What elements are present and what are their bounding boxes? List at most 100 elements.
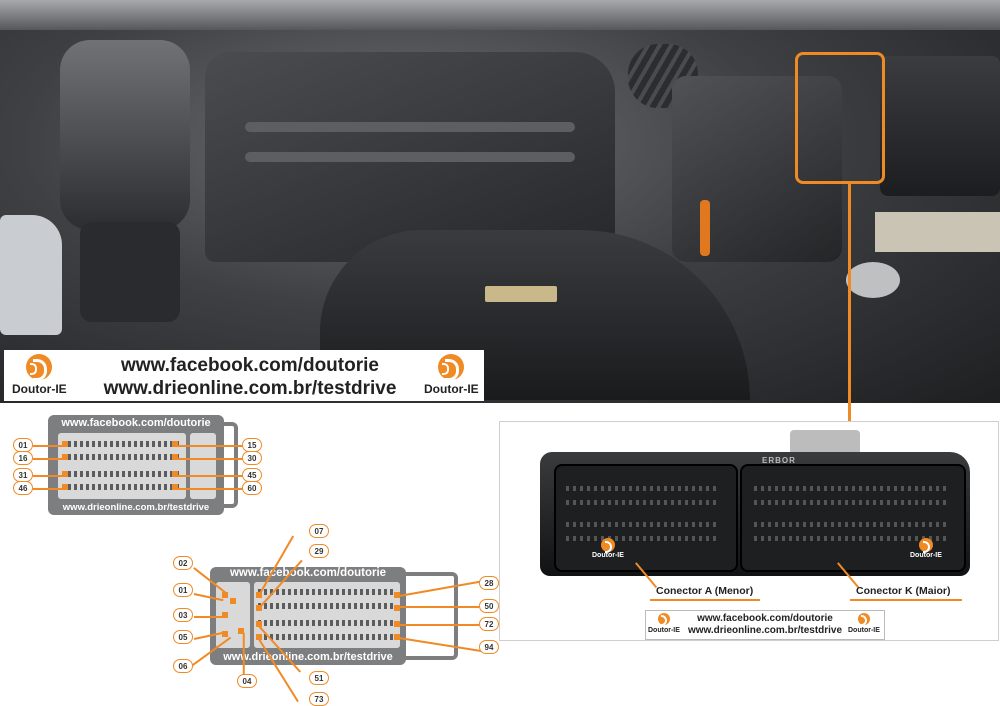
pin-marker bbox=[256, 634, 262, 640]
pin-label: 50 bbox=[479, 599, 499, 613]
pin-leader bbox=[33, 445, 63, 447]
pin-label: 30 bbox=[242, 451, 262, 465]
pin-label: 01 bbox=[13, 438, 33, 452]
brand-logo-text: Doutor-IE bbox=[424, 382, 479, 396]
banner-facebook-url: www.facebook.com/doutorie bbox=[121, 355, 379, 376]
ecu-logo-right: Doutor-IE bbox=[910, 538, 942, 559]
strut-tower bbox=[60, 40, 190, 230]
pin-leader bbox=[177, 475, 244, 477]
doutor-ie-logo-icon bbox=[657, 613, 670, 626]
battery bbox=[880, 56, 1000, 196]
engine-mount bbox=[80, 222, 180, 322]
pin-label: 04 bbox=[237, 674, 257, 688]
connector-k-pin-block bbox=[254, 582, 400, 648]
pin-row bbox=[566, 500, 716, 505]
pin-label: 31 bbox=[13, 468, 33, 482]
brand-logo-right: Doutor-IE bbox=[424, 354, 479, 396]
connector-k-callout: Conector K (Maior) bbox=[856, 585, 951, 597]
pin-marker bbox=[62, 454, 68, 460]
ecu-logo-text: Doutor-IE bbox=[592, 552, 624, 559]
doutor-ie-logo-icon bbox=[26, 354, 53, 381]
cover-rib bbox=[245, 122, 575, 132]
pin-leader bbox=[399, 606, 479, 608]
connector-a-bottom-url: www.drieonline.com.br/testdrive bbox=[62, 502, 210, 513]
pin-label: 03 bbox=[173, 608, 193, 622]
cover-rib bbox=[245, 152, 575, 162]
pin-row bbox=[754, 522, 950, 527]
ecu-logo-left: Doutor-IE bbox=[592, 538, 624, 559]
pin-row bbox=[566, 536, 716, 541]
connector-a-latch bbox=[222, 422, 238, 508]
connector-a-callout: Conector A (Menor) bbox=[656, 585, 754, 597]
ecu-case-text: ERBOR bbox=[762, 456, 796, 465]
dipstick-handle bbox=[700, 200, 710, 256]
engine-bay-photo: Doutor-IE www.facebook.com/doutorie www.… bbox=[0, 0, 1000, 403]
pin-row bbox=[754, 486, 950, 491]
doutor-ie-logo-icon bbox=[918, 538, 933, 553]
connector-k-latch bbox=[404, 572, 458, 660]
ecu-panel: ERBOR Doutor-IE Doutor-IE Conector A (Me… bbox=[499, 421, 999, 641]
pin-label: 60 bbox=[242, 481, 262, 495]
coolant-cap bbox=[846, 262, 900, 298]
pin-leader bbox=[177, 445, 244, 447]
ecu-connector-k-slot bbox=[740, 464, 966, 572]
pin-label: 01 bbox=[173, 583, 193, 597]
pin-label: 06 bbox=[173, 659, 193, 673]
pin-row bbox=[62, 441, 180, 447]
pin-row bbox=[258, 634, 396, 640]
pin-row bbox=[62, 454, 180, 460]
pin-row bbox=[62, 484, 180, 490]
connector-a-top-url: www.facebook.com/doutorie bbox=[61, 417, 211, 429]
ecu-banner: Doutor-IE www.facebook.com/doutorie www.… bbox=[645, 610, 885, 640]
pin-leader bbox=[177, 488, 244, 490]
pin-leader bbox=[33, 458, 63, 460]
pin-marker bbox=[62, 484, 68, 490]
pin-leader bbox=[194, 616, 224, 618]
pin-marker bbox=[394, 634, 400, 640]
doutor-ie-logo-icon bbox=[438, 354, 465, 381]
pin-label: 05 bbox=[173, 630, 193, 644]
pin-row bbox=[258, 603, 396, 609]
brand-logo-left: Doutor-IE bbox=[12, 354, 67, 396]
ecu-banner-logo-right: Doutor-IE bbox=[848, 613, 880, 634]
pin-leader bbox=[177, 458, 244, 460]
pin-label: 28 bbox=[479, 576, 499, 590]
pin-marker bbox=[62, 471, 68, 477]
doutor-ie-logo-icon bbox=[600, 538, 615, 553]
brand-logo-text: Doutor-IE bbox=[12, 382, 67, 396]
pin-marker bbox=[172, 441, 178, 447]
pin-label: 15 bbox=[242, 438, 262, 452]
pin-label: 02 bbox=[173, 556, 193, 570]
pin-row bbox=[258, 620, 396, 626]
photo-banner: Doutor-IE www.facebook.com/doutorie www.… bbox=[4, 350, 484, 401]
pin-row bbox=[62, 471, 180, 477]
pin-leader bbox=[33, 475, 63, 477]
fluid-reservoir bbox=[0, 215, 62, 335]
pin-label: 46 bbox=[13, 481, 33, 495]
pin-marker bbox=[222, 592, 228, 598]
pin-leader bbox=[33, 488, 63, 490]
banner-site-url: www.drieonline.com.br/testdrive bbox=[103, 378, 397, 399]
pin-marker bbox=[172, 471, 178, 477]
ecu-banner-facebook-url: www.facebook.com/doutorie bbox=[697, 613, 833, 624]
ecu-highlight-box bbox=[795, 52, 885, 184]
pin-marker bbox=[172, 484, 178, 490]
pin-marker bbox=[222, 631, 228, 637]
ecu-link-line bbox=[848, 184, 851, 432]
pin-marker bbox=[222, 612, 228, 618]
pin-marker bbox=[238, 628, 244, 634]
connector-k-bottom-url: www.drieonline.com.br/testdrive bbox=[223, 651, 393, 663]
pin-label: 29 bbox=[309, 544, 329, 558]
pin-row bbox=[754, 536, 950, 541]
pin-marker bbox=[394, 592, 400, 598]
pin-label: 94 bbox=[479, 640, 499, 654]
ecu-banner-logo-text: Doutor-IE bbox=[848, 627, 880, 634]
hood-edge bbox=[0, 0, 1000, 30]
pin-row bbox=[258, 589, 396, 595]
callout-a-underline bbox=[650, 599, 760, 601]
ecu-connector-a-slot bbox=[554, 464, 738, 572]
pin-marker bbox=[62, 441, 68, 447]
intake-sticker bbox=[485, 286, 557, 302]
callout-k-underline bbox=[850, 599, 962, 601]
doutor-ie-logo-icon bbox=[857, 613, 870, 626]
